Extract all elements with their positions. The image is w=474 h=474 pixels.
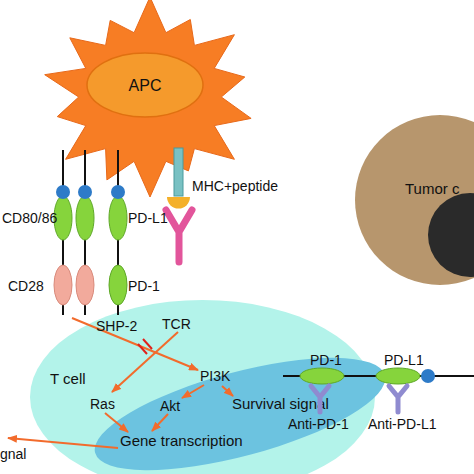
- apc-cell-outline: [45, 0, 260, 195]
- part-label: Ras: [90, 396, 115, 412]
- tumor-nucleus: [428, 193, 474, 277]
- pd-l1-ligand: [376, 368, 420, 384]
- node-text: T cell: [50, 370, 86, 387]
- part-label: Akt: [160, 398, 180, 414]
- part-label: PD-L1: [384, 352, 424, 368]
- part-label: CD28: [8, 278, 44, 294]
- tumor-body: [355, 115, 474, 285]
- part-label: TCR: [162, 316, 191, 332]
- node-text: Survival signal: [232, 395, 329, 412]
- pd-1-receptor: [109, 265, 127, 305]
- part-label: Anti-PD-1: [288, 416, 349, 432]
- peptide-cap: [167, 197, 190, 209]
- part-label: Anti-PD-L1: [368, 416, 436, 432]
- pd-1-receptor: [300, 368, 344, 384]
- tumor-cell: Tumor c: [355, 115, 474, 285]
- part-label: CD80/86: [2, 210, 57, 226]
- node-text: APC: [129, 77, 162, 94]
- ligand-head: [421, 369, 435, 383]
- ligand-head: [111, 185, 125, 199]
- pd-l1-ligand: [109, 196, 127, 240]
- antibody-symbol: [389, 386, 407, 412]
- ligand-head: [56, 185, 70, 199]
- cd28-receptor: [54, 265, 72, 305]
- apc-starburst: [45, 0, 251, 197]
- cd28-receptor: [76, 265, 94, 305]
- part-label: PD-1: [128, 278, 160, 294]
- mhc-stalk: [174, 148, 183, 196]
- node-text: Gene transcription: [120, 432, 243, 449]
- part-label: MHC+peptide: [192, 178, 278, 194]
- part-label: SHP-2: [96, 318, 137, 334]
- part-label: PD-1: [310, 352, 342, 368]
- part-label: gnal: [0, 446, 26, 462]
- apc-nucleus: [87, 53, 203, 117]
- apc-cell: APC: [45, 0, 260, 195]
- tcr-receptor: [166, 210, 192, 262]
- ligand-head: [78, 185, 92, 199]
- part-label: PD-L1: [128, 210, 168, 226]
- cd80-86-ligand: [76, 196, 94, 240]
- part-label: PI3K: [200, 368, 230, 384]
- tumor-cell-outline: [355, 115, 474, 285]
- node-text: Tumor c: [405, 180, 459, 197]
- nucleus-ellipse: [84, 335, 396, 474]
